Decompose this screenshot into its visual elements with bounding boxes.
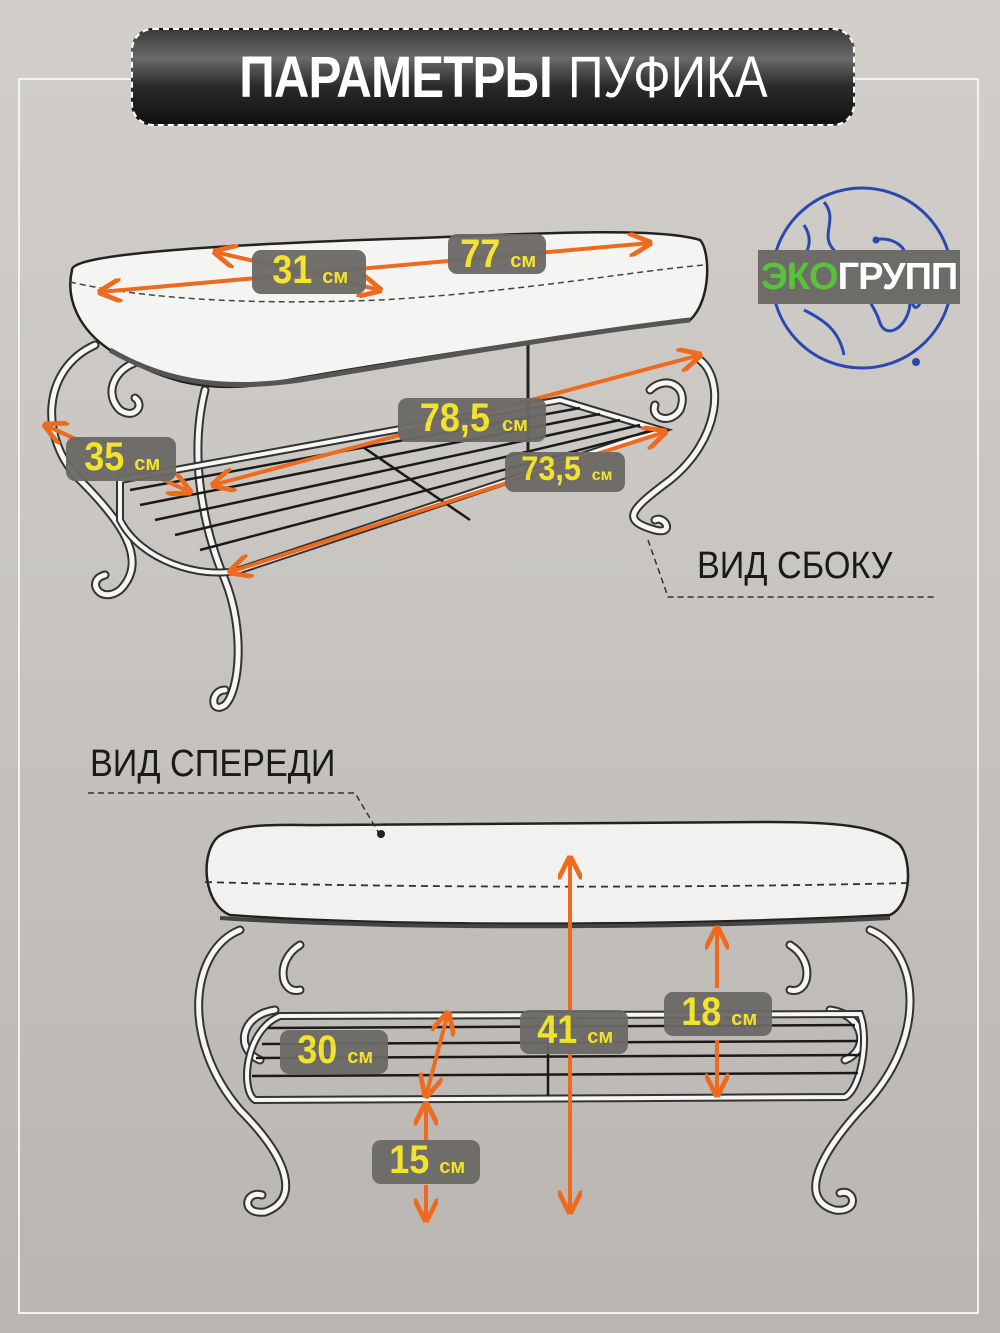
title-banner: ПАРАМЕТРЫ ПУФИКА [131,28,855,126]
title-light: ПУФИКА [567,44,768,110]
side-view-label: ВИД СБОКУ [697,545,893,587]
dimension-badge-overall-length: 78,5 см [398,398,546,442]
dimension-badge-seat-length: 77 см [448,234,546,274]
dimension-badge-shelf-depth: 30 см [280,1030,388,1074]
dimension-badge-seat-to-shelf: 18 см [664,992,772,1036]
brand-eco: ЭКО [760,255,839,298]
dimension-badge-shelf-length: 73,5 см [505,452,625,492]
dimension-badge-seat-depth: 31 см [252,250,366,294]
dimension-badge-shelf-height: 15 см [372,1140,480,1184]
dimension-badge-total-height: 41 см [520,1010,628,1054]
front-view-label: ВИД СПЕРЕДИ [90,743,336,785]
dimension-badge-overall-depth: 35 см [66,437,176,481]
title-bold: ПАРАМЕТРЫ [238,44,553,110]
brand-group: ГРУПП [837,255,959,298]
